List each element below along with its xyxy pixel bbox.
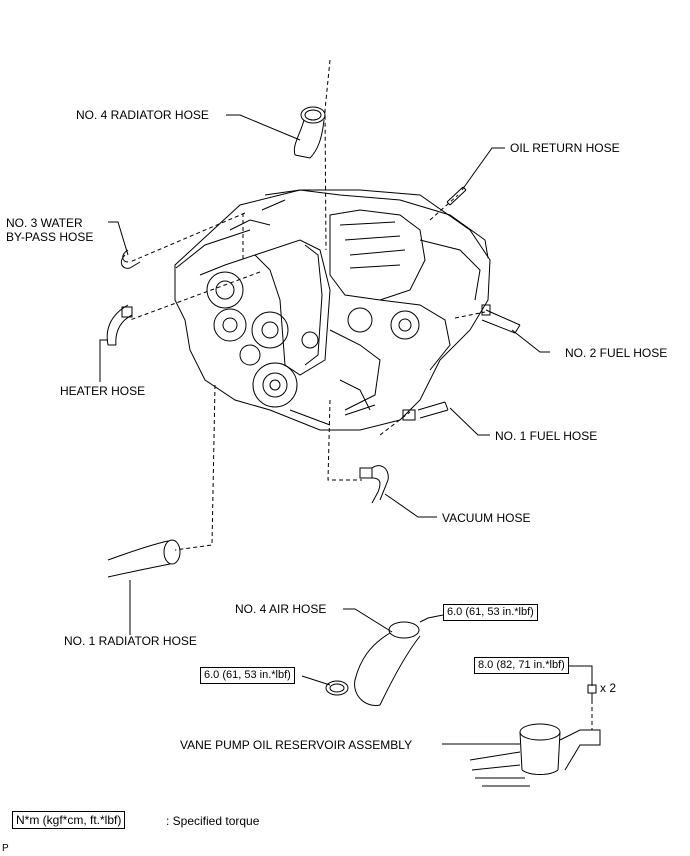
guide-lines [129,59,593,730]
label-quantity: x 2 [600,681,617,695]
engine-block [174,189,491,431]
torque-box-bolt: 8.0 (82, 71 in.*lbf) [474,657,569,674]
vane-pump-reservoir [469,684,601,787]
legend-torque-box: N*m (kgf*cm, ft.*lbf) [12,811,126,829]
water-bypass-hose-part [120,249,141,269]
torque-box-air-hose-upper: 6.0 (61, 53 in.*lbf) [443,604,538,621]
torque-box-air-hose-lower: 6.0 (61, 53 in.*lbf) [200,667,295,684]
label-vacuum-hose: VACUUM HOSE [442,511,531,525]
label-heater-hose: HEATER HOSE [60,384,146,398]
label-no2-fuel-hose: NO. 2 FUEL HOSE [565,346,668,360]
label-oil-return-hose: OIL RETURN HOSE [510,141,620,155]
oil-return-hose-part [446,186,467,206]
heater-hose-part [106,304,133,346]
label-no4-air-hose: NO. 4 AIR HOSE [235,602,327,616]
leader-lines [99,114,593,745]
fuel-hose-2-part [481,304,521,334]
corner-mark: P [2,843,9,854]
vacuum-hose-part [359,465,389,504]
label-vane-pump-reservoir: VANE PUMP OIL RESERVOIR ASSEMBLY [180,738,413,752]
label-no3-water-bypass-line1: NO. 3 WATER [6,216,83,230]
label-no4-radiator-hose: NO. 4 RADIATOR HOSE [76,108,209,122]
air-hose-4-part [325,621,421,706]
radiator-hose-1-part [107,539,181,578]
label-no1-radiator-hose: NO. 1 RADIATOR HOSE [64,634,197,648]
label-no1-fuel-hose: NO. 1 FUEL HOSE [495,429,598,443]
legend-text: : Specified torque [166,814,260,828]
radiator-hose-4-part [293,106,326,159]
label-no3-water-bypass-line2: BY-PASS HOSE [6,230,94,244]
fuel-hose-1-part [402,401,449,421]
